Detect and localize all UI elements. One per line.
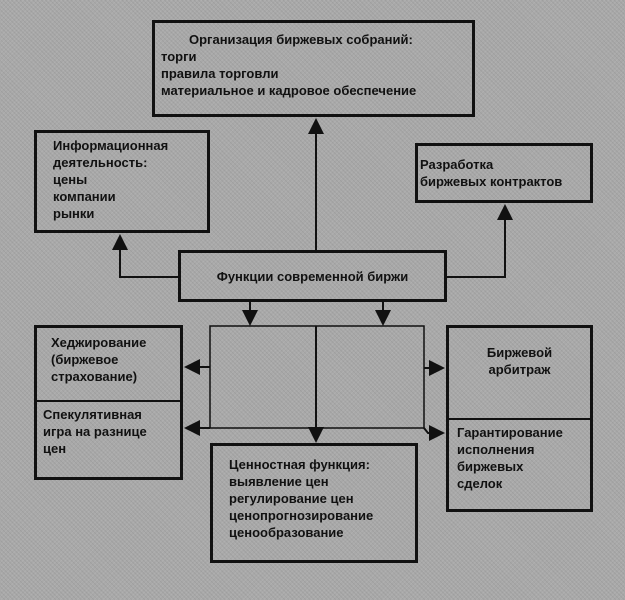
divider	[37, 400, 180, 402]
arbitrage-guarantee-box: Биржевой арбитраж Гарантирование исполне…	[446, 325, 593, 512]
value-title: Ценностная функция:	[229, 457, 370, 472]
arrow-to-contracts	[447, 204, 513, 278]
arbitrage-line: Биржевой	[486, 345, 553, 360]
speculation-line: игра на разнице	[43, 424, 147, 439]
information-item: цены	[53, 172, 88, 187]
organization-title: Организация биржевых собраний:	[189, 32, 413, 47]
organization-item: материальное и кадровое обеспечение	[161, 83, 417, 98]
organization-item: торги	[161, 49, 197, 64]
divider	[449, 418, 590, 420]
guarantee-line: Гарантирование	[457, 425, 563, 440]
value-item: регулирование цен	[229, 491, 354, 506]
functions-box: Функции современной биржи	[178, 250, 447, 302]
hedging-line: (биржевое	[51, 352, 119, 367]
information-title-line: деятельность:	[53, 155, 148, 170]
organization-item: правила торговли	[161, 66, 279, 81]
organization-box: Организация биржевых собраний: торги пра…	[152, 20, 475, 117]
contracts-line: Разработка	[420, 157, 494, 172]
speculation-line: Спекулятивная	[43, 407, 142, 422]
value-box: Ценностная функция: выявление цен регули…	[210, 443, 418, 563]
information-box: Информационная деятельность: цены компан…	[34, 130, 210, 233]
value-item: ценопрогнозирование	[229, 508, 374, 523]
arrow-to-guarantee	[423, 425, 445, 441]
arrow-to-information	[112, 234, 178, 278]
information-item: компании	[53, 189, 116, 204]
hedging-speculation-box: Хеджирование (биржевое страхование) Спек…	[34, 325, 183, 480]
contracts-line: биржевых контрактов	[420, 174, 563, 189]
value-item: ценообразование	[229, 525, 344, 540]
hedging-line: Хеджирование	[51, 335, 147, 350]
value-item: выявление цен	[229, 474, 329, 489]
guarantee-line: исполнения	[457, 442, 535, 457]
contracts-box: Разработка биржевых контрактов	[415, 143, 593, 203]
speculation-line: цен	[43, 441, 67, 456]
arbitrage-line: арбитраж	[488, 362, 551, 377]
hedging-line: страхование)	[51, 369, 138, 384]
guarantee-line: биржевых	[457, 459, 524, 474]
guarantee-line: сделок	[457, 476, 503, 491]
functions-title: Функции современной биржи	[216, 269, 409, 284]
information-item: рынки	[53, 206, 95, 221]
information-title-line: Информационная	[53, 138, 169, 153]
